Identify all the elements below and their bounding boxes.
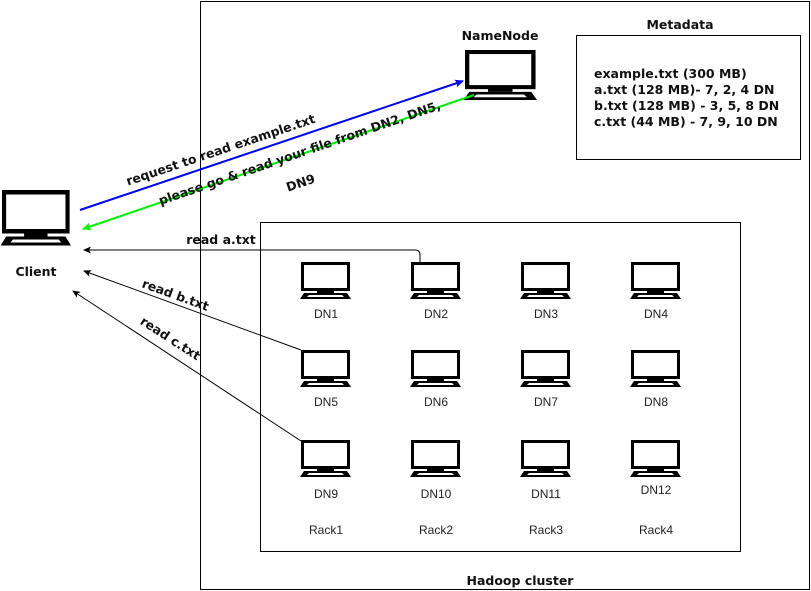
datanode-label: DN3 <box>534 307 558 321</box>
datanode[interactable]: DN10 <box>408 440 463 502</box>
datanode[interactable]: DN12 <box>628 440 683 498</box>
client-label: Client <box>15 264 56 279</box>
metadata-line: b.txt (128 MB) - 3, 5, 8 DN <box>594 98 779 113</box>
metadata-box <box>576 35 801 160</box>
datanode[interactable]: DN4 <box>628 262 683 322</box>
datanode-label: DN6 <box>424 395 448 409</box>
metadata-line: a.txt (128 MB)- 7, 2, 4 DN <box>594 82 774 97</box>
response-arrow <box>82 94 475 231</box>
datanode-monitor-icon[interactable] <box>408 440 463 479</box>
metadata-lines: example.txt (300 MB) a.txt (128 MB)- 7, … <box>594 66 779 129</box>
datanode-label: DN7 <box>534 395 558 409</box>
read-c-arrow <box>72 290 302 442</box>
rack-label: Rack2 <box>419 523 453 537</box>
datanode[interactable]: DN9 <box>298 440 353 502</box>
cluster-label: Hadoop cluster <box>467 573 575 588</box>
datanode-monitor-icon[interactable] <box>298 350 353 389</box>
datanode-monitor-icon[interactable] <box>518 262 573 301</box>
datanode[interactable]: DN8 <box>628 350 683 410</box>
datanode-monitor-icon[interactable] <box>408 262 463 301</box>
read-a-label: read a.txt <box>186 232 256 247</box>
response-arrow-label-line2: DN9 <box>284 171 317 195</box>
metadata-title: Metadata <box>646 17 713 32</box>
datanode-label: DN5 <box>314 395 338 409</box>
metadata-line: c.txt (44 MB) - 7, 9, 10 DN <box>594 114 778 129</box>
datanode[interactable]: DN5 <box>298 350 353 410</box>
datanode-monitor-icon[interactable] <box>518 350 573 389</box>
datanode-label: DN12 <box>641 483 672 497</box>
datanode-monitor-icon[interactable] <box>298 440 353 479</box>
datanode[interactable]: DN2 <box>408 262 463 322</box>
rack-label: Rack3 <box>529 523 563 537</box>
datanode[interactable]: DN1 <box>298 262 353 322</box>
client-monitor-icon[interactable] <box>1 192 71 245</box>
datanode-label: DN10 <box>421 487 452 501</box>
hadoop-cluster-box <box>200 1 810 590</box>
datanode-monitor-icon[interactable] <box>628 440 683 479</box>
datanode-monitor-icon[interactable] <box>408 350 463 389</box>
datanode-monitor-icon[interactable] <box>518 440 573 479</box>
rack-labels: Rack1 Rack2 Rack3 Rack4 <box>309 523 673 537</box>
datanode-label: DN8 <box>644 395 668 409</box>
datanode-monitor-icon[interactable] <box>628 350 683 389</box>
rack-box <box>260 222 741 552</box>
rack-label: Rack4 <box>639 523 673 537</box>
read-b-arrow <box>83 270 302 351</box>
datanode-monitor-icon[interactable] <box>628 262 683 301</box>
datanode-label: DN4 <box>644 307 668 321</box>
datanode[interactable]: DN6 <box>408 350 463 410</box>
read-a-arrow <box>83 246 421 262</box>
namenode-monitor-icon[interactable] <box>464 52 537 100</box>
rack-label: Rack1 <box>309 523 343 537</box>
datanode-label: DN9 <box>314 487 338 501</box>
datanode[interactable]: DN3 <box>518 262 573 322</box>
namenode-label: NameNode <box>462 28 539 43</box>
datanode-label: DN2 <box>424 307 448 321</box>
datanode-monitor-icon[interactable] <box>298 262 353 301</box>
datanode[interactable]: DN7 <box>518 350 573 410</box>
datanode-label: DN1 <box>314 307 338 321</box>
datanode[interactable]: DN11 <box>518 440 573 502</box>
request-arrow <box>79 79 464 211</box>
datanode-label: DN11 <box>531 487 561 501</box>
metadata-line: example.txt (300 MB) <box>594 66 747 81</box>
